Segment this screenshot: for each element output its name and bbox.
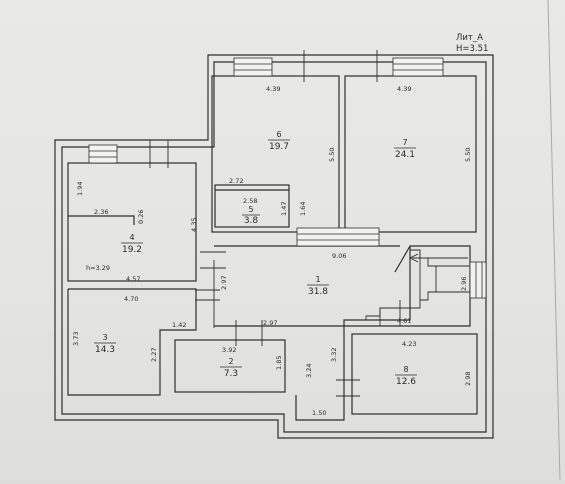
room-6-number: 6 <box>276 130 281 139</box>
room-7-number: 7 <box>402 138 407 147</box>
dim-194: 1.94 <box>76 182 84 196</box>
outer-wall-inner <box>61 61 487 433</box>
room4-height-note: h=3.29 <box>86 264 110 272</box>
room-3-number: 3 <box>102 333 107 342</box>
dim-227: 2.27 <box>150 348 158 362</box>
dim-185: 1.85 <box>275 356 283 370</box>
room-6-wall <box>211 75 340 233</box>
window-room-7 <box>392 57 444 77</box>
room-4-area: 19.2 <box>122 245 142 255</box>
room-8-number: 8 <box>403 365 408 374</box>
dim-026: 0.26 <box>137 210 145 224</box>
dim-297-horizontal: 2.97 <box>263 319 277 327</box>
room-8-wall <box>351 333 478 415</box>
room-1-number: 1 <box>315 275 320 284</box>
room-3-area: 14.3 <box>95 345 115 355</box>
room-1-bottom-wall <box>214 325 345 421</box>
room-6-area: 19.7 <box>269 142 289 152</box>
room-2-number: 2 <box>228 357 233 366</box>
room-2-wall <box>174 339 286 393</box>
window-room-6 <box>233 57 273 77</box>
room-5-area: 3.8 <box>244 216 259 226</box>
dimension-labels: 4.39 4.39 5.50 5.50 2.72 2.58 1.47 1.64 … <box>72 85 472 417</box>
room-5-number: 5 <box>248 205 253 214</box>
room-4-wall <box>67 162 197 282</box>
dim-142: 1.42 <box>172 321 186 329</box>
dim-457: 4.57 <box>126 275 140 283</box>
room-1-area: 31.8 <box>308 287 328 297</box>
lit-label: Лит_A <box>456 33 483 43</box>
room-5-wall <box>214 184 290 228</box>
window-stair <box>469 261 487 299</box>
height-label: H=3.51 <box>456 44 488 54</box>
door-marks <box>149 50 378 397</box>
dim-461: 4.61 <box>397 317 411 325</box>
windows <box>88 57 487 299</box>
dim-258: 2.58 <box>243 197 257 205</box>
dim-332: 3.32 <box>330 348 338 362</box>
dim-room7-height: 5.50 <box>464 148 472 162</box>
dim-272: 2.72 <box>229 177 243 185</box>
page-edge <box>547 0 561 481</box>
dim-room6-height: 5.50 <box>328 148 336 162</box>
room-7-area: 24.1 <box>395 150 415 160</box>
stair-treads <box>365 249 471 326</box>
dim-435: 4.35 <box>190 218 198 232</box>
dim-room7-width: 4.39 <box>397 85 411 93</box>
dim-324: 3.24 <box>305 364 313 378</box>
room-4-number: 4 <box>129 233 134 242</box>
dim-164: 1.64 <box>299 202 307 216</box>
dim-392: 3.92 <box>222 346 236 354</box>
walls <box>54 54 494 439</box>
dim-906: 9.06 <box>332 252 346 260</box>
dim-298: 2.98 <box>464 372 472 386</box>
room-labels: 6 19.7 7 24.1 5 3.8 4 19.2 1 31.8 3 14.3… <box>94 130 417 387</box>
window-room-4 <box>88 144 118 164</box>
dim-147: 1.47 <box>280 202 288 216</box>
dim-470: 4.70 <box>124 295 138 303</box>
room-4-partition <box>68 215 135 225</box>
outer-wall <box>54 54 494 439</box>
dim-297-vertical: 2.97 <box>220 276 228 290</box>
dim-373: 3.73 <box>72 332 80 346</box>
room-3-wall <box>67 288 197 396</box>
dim-296: 2.96 <box>460 277 468 291</box>
stair-diagonal <box>394 245 411 273</box>
stair-outline <box>343 245 471 327</box>
window-corridor <box>296 227 380 247</box>
room-8-area: 12.6 <box>396 377 416 387</box>
room-2-area: 7.3 <box>224 369 238 379</box>
dim-room6-width: 4.39 <box>266 85 280 93</box>
dim-423: 4.23 <box>402 340 416 348</box>
dim-236: 2.36 <box>94 208 108 216</box>
dim-150: 1.50 <box>312 409 326 417</box>
